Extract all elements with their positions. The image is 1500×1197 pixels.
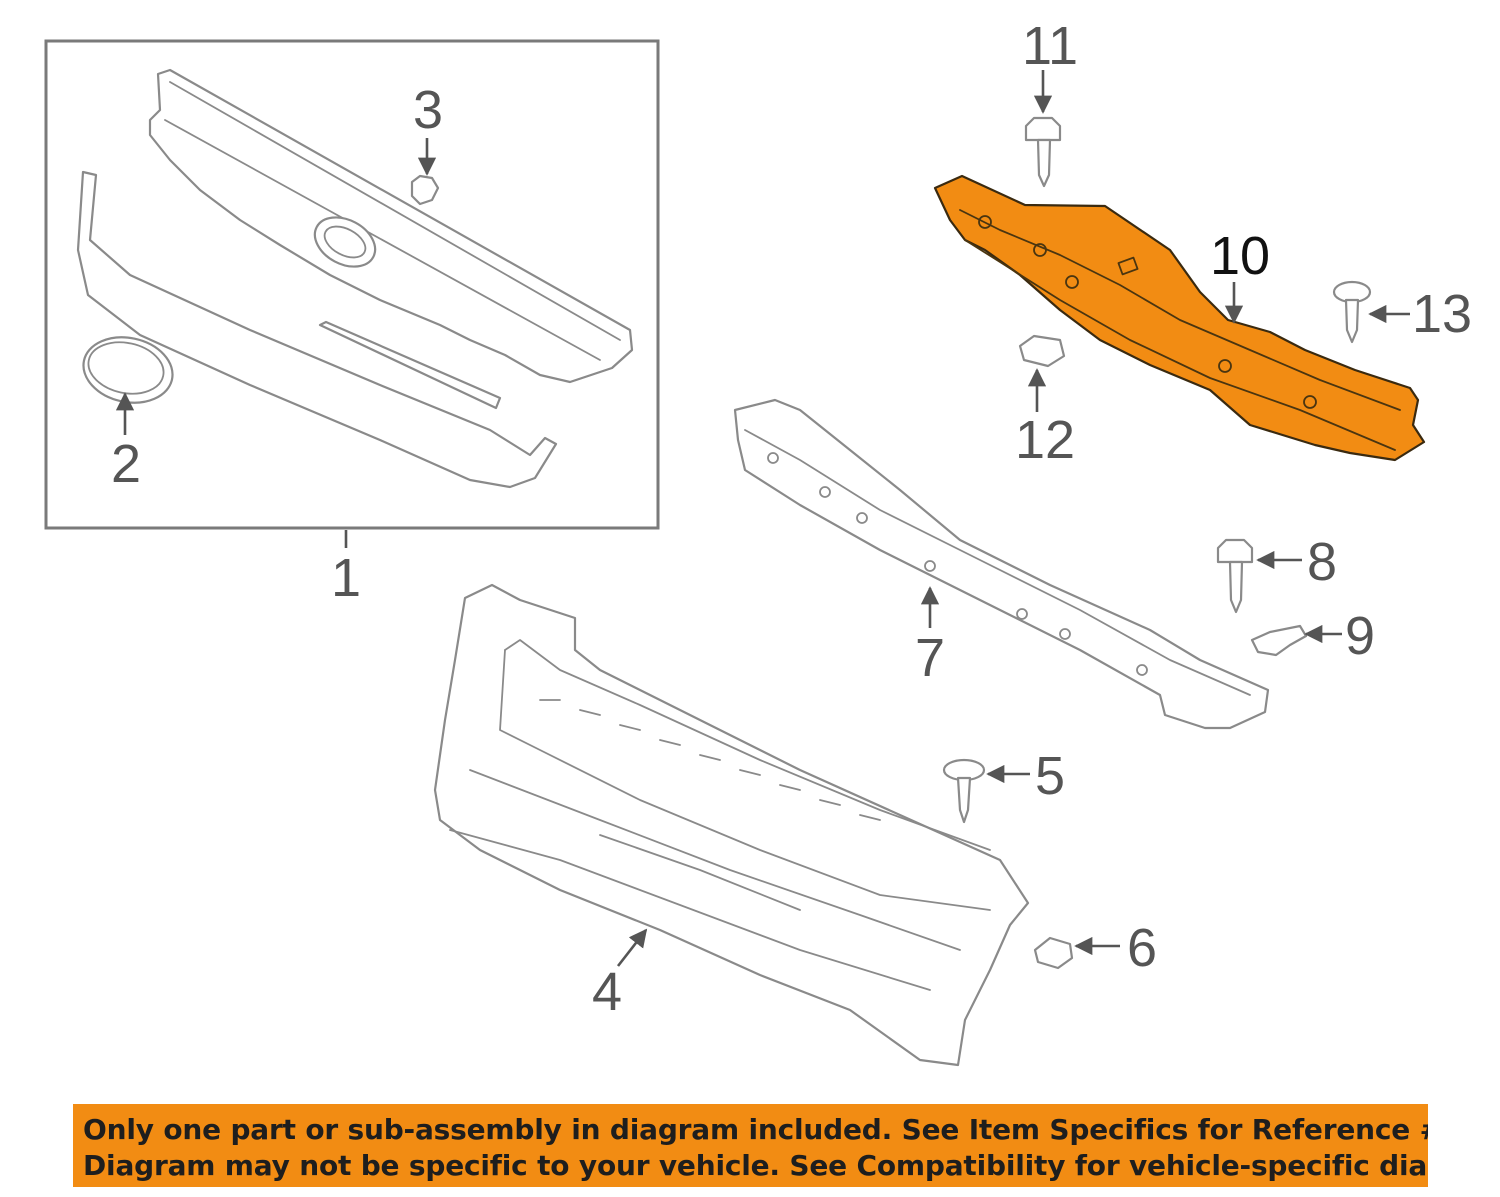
grille-molding-strip [76, 170, 558, 489]
nut-part [410, 174, 440, 206]
callout-12: 12 [1015, 410, 1075, 470]
bolt-part-11 [1024, 116, 1062, 188]
callout-10: 10 [1210, 226, 1270, 286]
callout-2: 2 [111, 434, 141, 494]
clip-part-9 [1250, 624, 1308, 657]
callout-1: 1 [331, 548, 361, 608]
upper-grille-part [148, 68, 634, 384]
bolt-part-8 [1216, 538, 1254, 614]
disclaimer-line-1: Only one part or sub-assembly in diagram… [83, 1113, 1428, 1146]
callout-7: 7 [915, 628, 945, 688]
clip-part-6 [1033, 936, 1074, 970]
screw-part-13 [1332, 280, 1372, 344]
callout-11: 11 [1022, 16, 1078, 76]
grille-trim-bar [318, 320, 502, 410]
energy-absorber-part [733, 398, 1270, 730]
callout-5: 5 [1035, 746, 1065, 806]
clip-part-12 [1018, 334, 1066, 368]
callout-9: 9 [1345, 606, 1375, 666]
disclaimer-banner: Only one part or sub-assembly in diagram… [73, 1104, 1428, 1187]
callout-13: 13 [1412, 284, 1472, 344]
grille-assembly-frame [44, 39, 660, 530]
callout-6: 6 [1127, 918, 1157, 978]
grille-reinforcement-part [433, 583, 1030, 1067]
leader-4 [616, 928, 648, 967]
screw-part-5 [942, 758, 986, 824]
callout-8: 8 [1307, 532, 1337, 592]
callout-4: 4 [592, 962, 622, 1022]
callout-3: 3 [413, 80, 443, 140]
disclaimer-line-2: Diagram may not be specific to your vehi… [83, 1149, 1428, 1182]
air-deflector-part-10 [933, 174, 1426, 462]
